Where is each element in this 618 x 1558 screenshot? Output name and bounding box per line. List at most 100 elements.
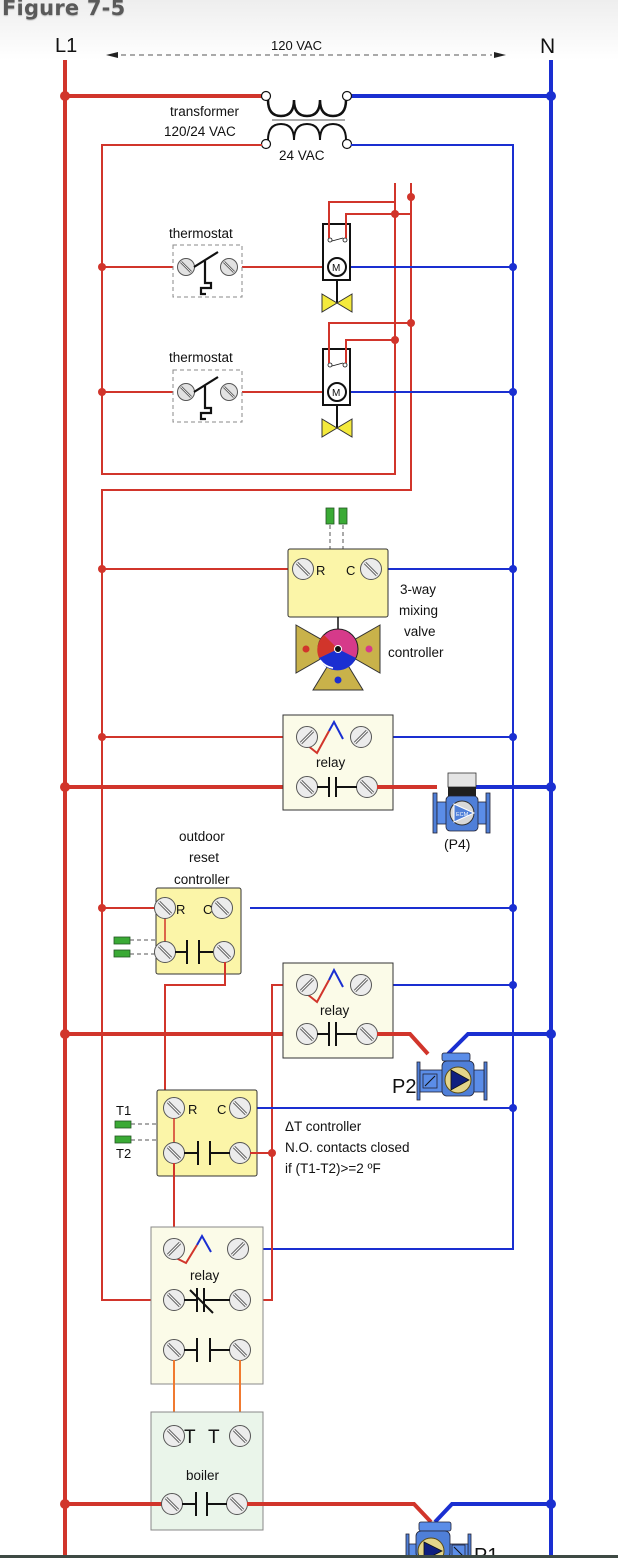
no-contact-icon [184,1141,230,1165]
relay-coil-common-half [328,719,344,740]
delta-t-controller: T1 T2 R C ΔT controller N.O. contacts cl… [114,1089,517,1301]
pump-motor-cap [441,1052,471,1062]
terminal-screw-icon [161,1095,187,1121]
terminal-c-label: C [203,902,212,917]
relay-label: relay [190,1268,220,1283]
voltage-label: 120 VAC [271,38,322,53]
cold-port-dot [334,676,342,684]
sensor-icon [325,507,335,525]
junction-dot [509,1104,517,1112]
sensor-t2-label: T2 [116,1146,131,1161]
ecm-badge: ECM [456,812,469,818]
terminal-screw-icon [294,724,320,750]
terminal-screw-icon [227,1095,253,1121]
no-contact-icon [317,777,357,797]
cold-sector [319,649,356,671]
endswitch-return-wire [101,183,412,1301]
sensor-t1-icon [114,1120,132,1129]
junction-dot [509,904,517,912]
ort-label-line: reset [189,850,219,865]
motor-icon [327,382,347,402]
transformer-label: transformer [170,104,240,119]
relay-coil-common-half [328,967,344,988]
pump-p4: ECM (P4) [432,772,491,852]
relay-coil-common-half [196,1233,212,1253]
terminal-r-label: R [176,902,185,917]
low-voltage-wiring [101,144,514,1301]
zone-2: thermostat M [98,319,517,438]
valve-body-icon [336,293,353,313]
endswitch-wire [328,322,411,363]
motor-label: M [332,388,340,399]
junction-dot [60,1499,70,1509]
mixing-label-line: valve [404,624,436,639]
terminal-screw-icon [227,1423,253,1449]
pump-flange [483,1061,488,1101]
sensor-t2-icon [114,1135,132,1144]
primary-coil [266,99,348,118]
terminal-screw-icon [348,724,374,750]
outdoor-sensor-icon [113,936,131,945]
check-valve-flap [453,1546,464,1557]
junction-dot [509,388,517,396]
zone-1: thermostat M [98,193,517,313]
hot-port-dot [302,645,310,653]
terminal-t-label: T [184,1427,196,1448]
valve-body-icon [321,418,338,438]
pump-p2-label: P2 [392,1076,416,1098]
window-bottom-edge [0,1555,618,1558]
nc-contact-icon [184,1288,230,1314]
junction-dot [509,981,517,989]
endswitch-contact [342,362,348,368]
terminal-screw-icon [161,1287,187,1313]
junction-dot [391,336,399,344]
figure-title: Figure 7-5 [2,0,126,20]
terminal-screw-icon [354,774,380,800]
transformer: transformer 120/24 VAC 24 VAC [60,90,556,163]
mixed-port-dot [365,645,373,653]
delta-t-label-line: if (T1-T2)>=2 ºF [285,1161,381,1176]
relay-label: relay [316,755,346,770]
terminal-screw-icon [227,1337,253,1363]
pump-motor-cap [418,1521,452,1532]
pump-flange [432,792,438,834]
pump-arrow-icon [453,803,476,823]
delta-t-label-line: N.O. contacts closed [285,1140,410,1155]
pump-flange [485,792,491,834]
junction-dot [60,782,70,792]
mixing-label-line: mixing [399,603,438,618]
terminal-screw-icon [152,939,178,965]
mixing-label-line: 3-way [400,582,436,597]
endswitch-blade [331,237,344,242]
endswitch-contact [327,237,333,243]
junction-dot [98,263,106,271]
junction-dot [60,1029,70,1039]
terminal-screw-icon [161,1423,187,1449]
endswitch-blade [331,362,344,367]
outdoor-sensor-icon [113,949,131,958]
pump-p1: P1 [405,1521,498,1558]
terminal-circle [341,90,353,102]
terminal-r-label: R [316,563,325,578]
l1-label: L1 [55,35,77,57]
thermostat-label: thermostat [169,226,233,241]
thermostat-terminal-screw-icon [219,257,239,277]
junction-dot [509,733,517,741]
terminal-screw-icon [294,972,320,998]
thermostat-label: thermostat [169,350,233,365]
terminal-screw-icon [152,895,178,921]
mixing-valve-port-left [295,624,340,674]
secondary-voltage-label: 24 VAC [279,148,325,163]
thermostat-terminal-screw-icon [219,382,239,402]
rail-labels: L1 N 120 VAC [55,35,555,58]
ort-label-line: controller [174,872,230,887]
junction-dot [509,263,517,271]
pump-p4-label: (P4) [444,836,470,852]
junction-dot [407,193,415,201]
24v-hot-loop [101,144,396,475]
24v-common-wire [248,144,514,1250]
mixing-valve-port-right [336,624,381,674]
delta-t-label-line: ΔT controller [285,1119,362,1134]
endswitch-contact [327,362,333,368]
